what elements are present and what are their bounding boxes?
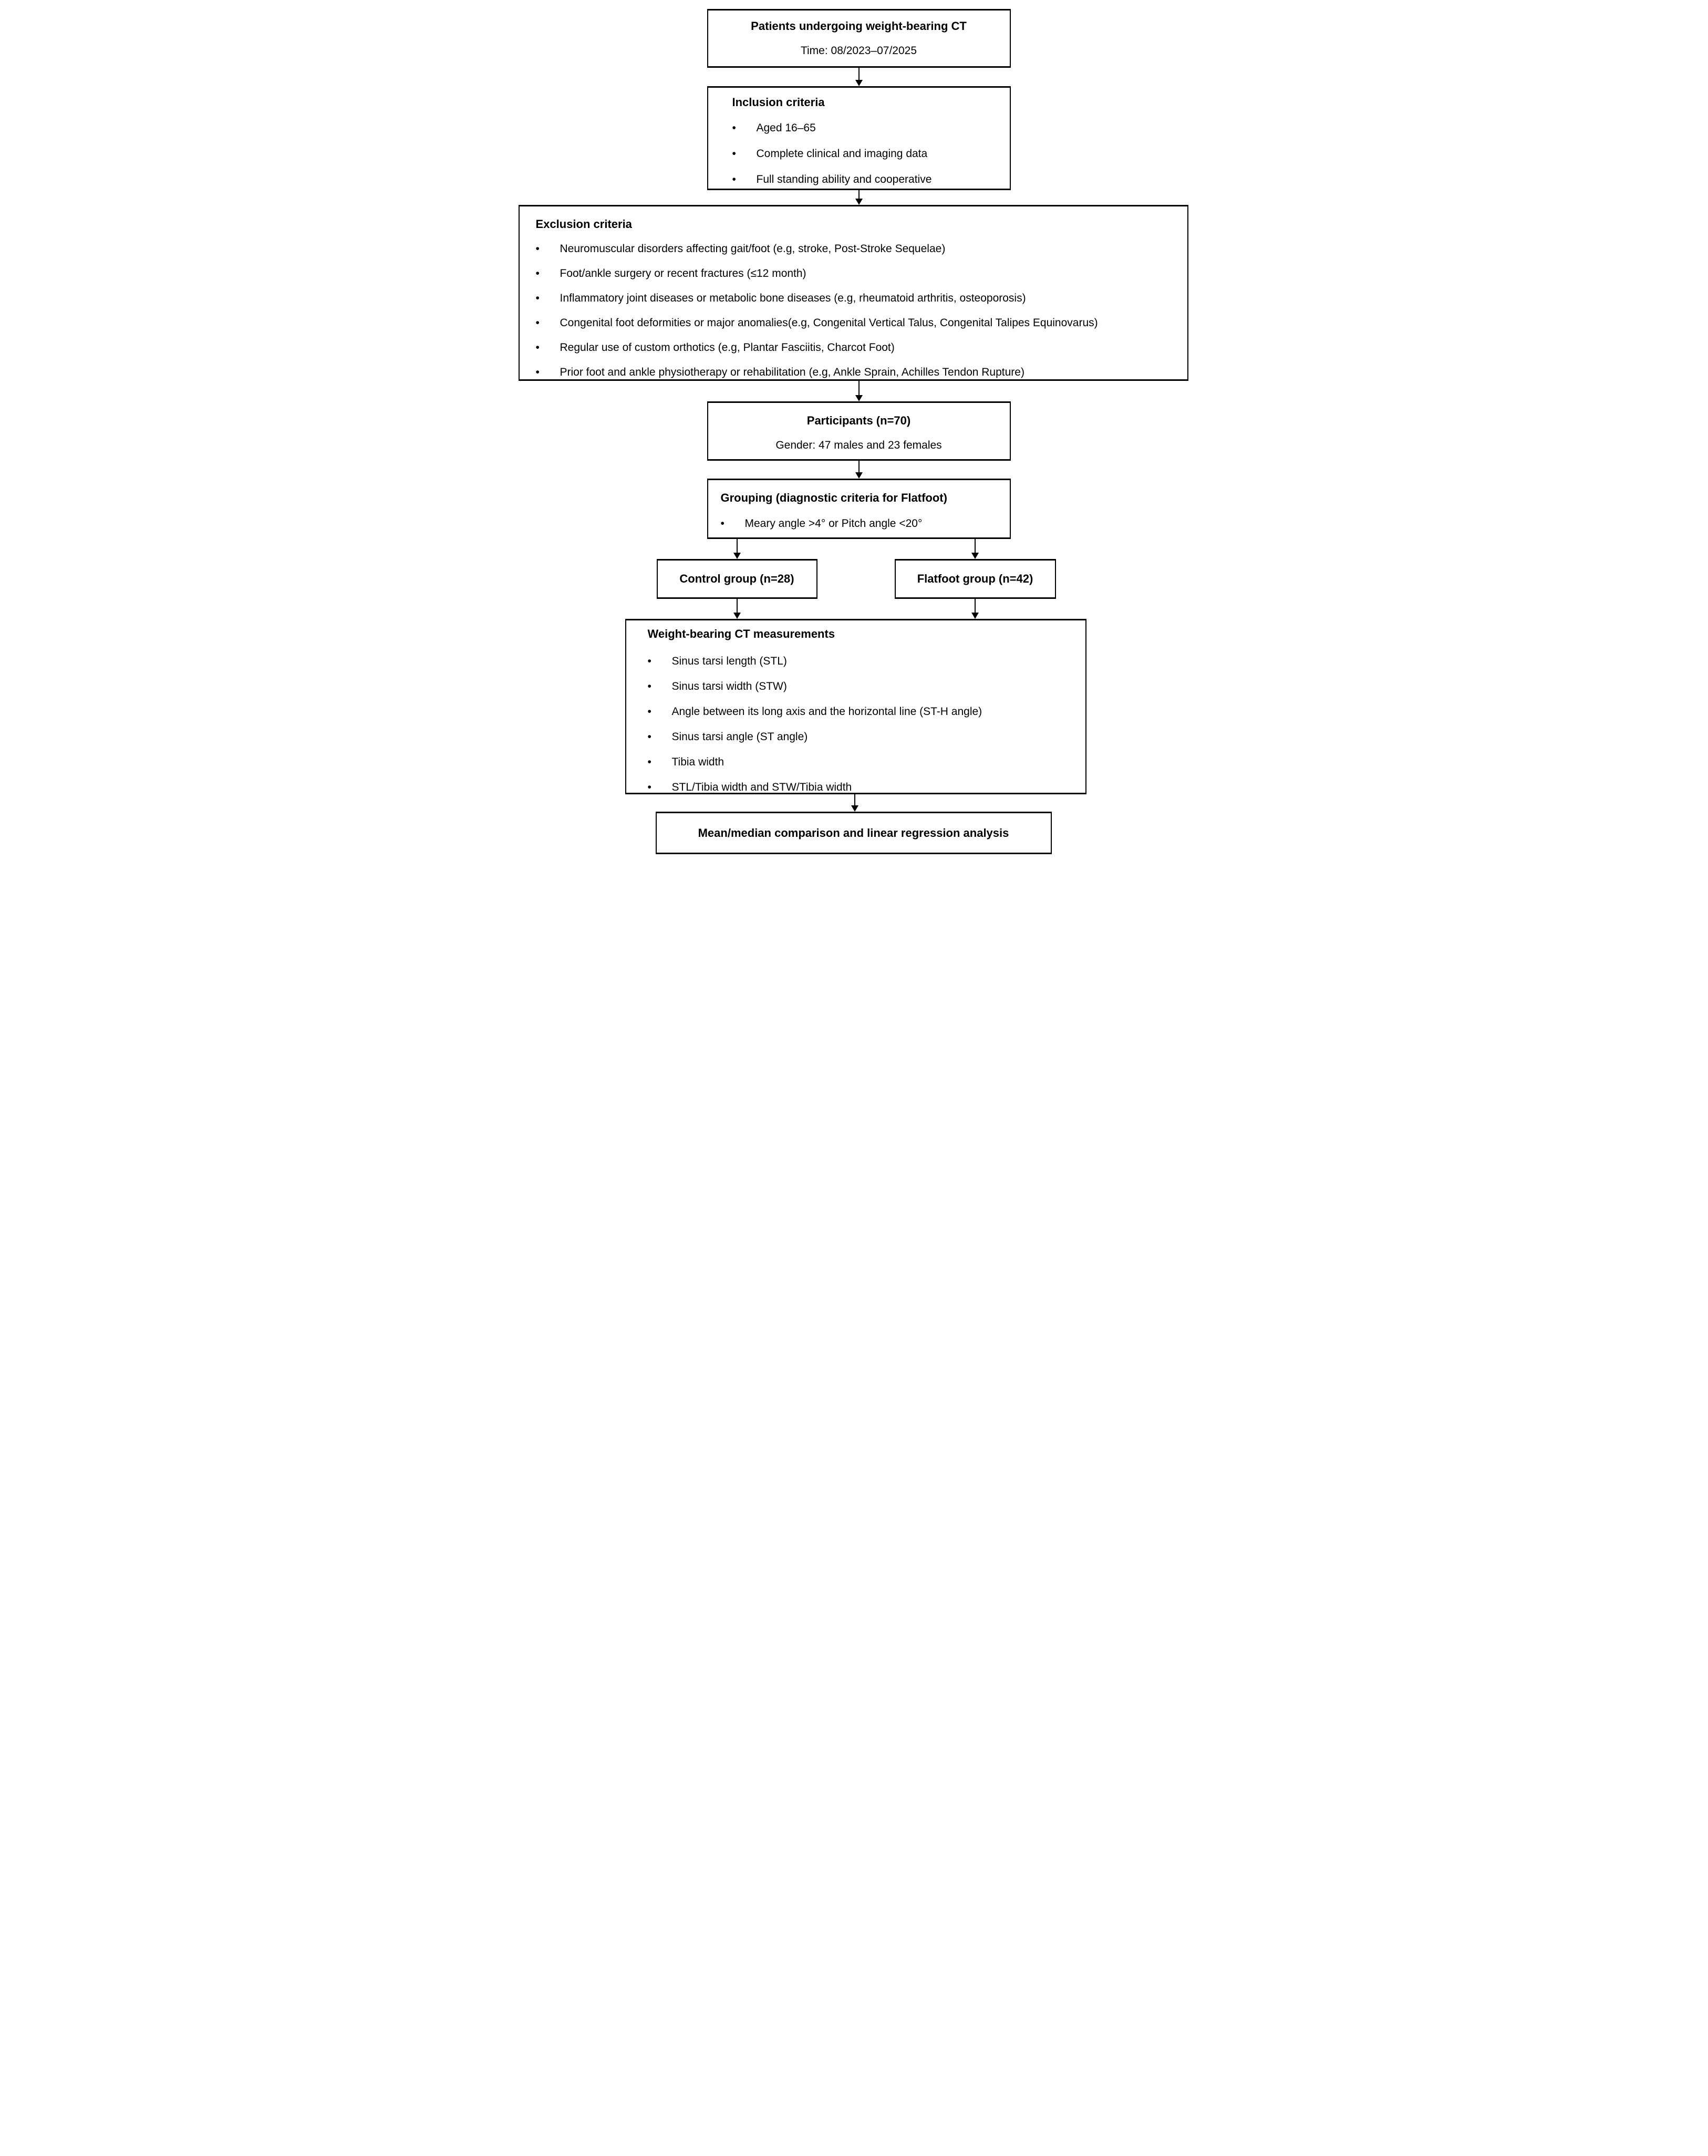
measurements-title: Weight-bearing CT measurements [647,627,835,640]
bullet-icon: • [647,756,651,768]
arrow-grouping-to-flatfoot [974,539,976,553]
bullet-icon: • [720,517,724,530]
inclusion-item: • Complete clinical and imaging data [732,147,1005,161]
bullet-icon: • [647,655,651,667]
bullet-icon: • [535,292,540,304]
exclusion-item-text: Inflammatory joint diseases or metabolic… [560,292,1026,304]
arrow-patients-to-inclusion [858,68,860,80]
exclusion-item: • Prior foot and ankle physiotherapy or … [536,365,1180,380]
exclusion-item-text: Foot/ankle surgery or recent fractures (… [560,267,806,279]
exclusion-item: • Inflammatory joint diseases or metabol… [536,291,1180,306]
bullet-icon: • [535,243,540,255]
box-inclusion-criteria: Inclusion criteria • Aged 16–65 • Comple… [707,86,1011,190]
box-control-group: Control group (n=28) [656,559,817,599]
measurement-item: • Angle between its long axis and the ho… [648,704,1078,719]
box-flatfoot-group: Flatfoot group (n=42) [894,559,1056,599]
inclusion-item: • Aged 16–65 [732,121,1005,136]
measurement-item-text: Tibia width [671,756,724,768]
measurement-item: • Tibia width [648,755,1078,770]
exclusion-item: • Neuromuscular disorders affecting gait… [536,242,1180,256]
bullet-icon: • [535,341,540,354]
box-exclusion-criteria: Exclusion criteria • Neuromuscular disor… [518,205,1188,381]
inclusion-item-text: Aged 16–65 [756,122,816,134]
bullet-icon: • [647,706,651,718]
box-grouping: Grouping (diagnostic criteria for Flatfo… [707,479,1011,539]
box-ct-measurements: Weight-bearing CT measurements • Sinus t… [625,619,1086,794]
bullet-icon: • [647,680,651,692]
inclusion-title: Inclusion criteria [732,96,825,109]
participants-gender: Gender: 47 males and 23 females [775,439,942,451]
exclusion-item: • Foot/ankle surgery or recent fractures… [536,266,1180,281]
exclusion-item-text: Prior foot and ankle physiotherapy or re… [560,366,1024,378]
box-patients: Patients undergoing weight-bearing CT Ti… [707,9,1011,68]
measurement-item: • Sinus tarsi width (STW) [648,679,1078,694]
exclusion-item: • Regular use of custom orthotics (e.g, … [536,340,1180,355]
measurement-item: • Sinus tarsi angle (ST angle) [648,730,1078,744]
bullet-icon: • [647,731,651,743]
exclusion-item-text: Regular use of custom orthotics (e.g, Pl… [560,341,895,354]
inclusion-item: • Full standing ability and cooperative [732,172,1005,187]
arrow-exclusion-to-participants [858,381,860,395]
participants-title: Participants (n=70) [806,414,911,427]
bullet-icon: • [732,173,736,185]
arrow-grouping-to-control [736,539,738,553]
measurement-item-text: Sinus tarsi width (STW) [671,680,787,692]
control-group-title: Control group (n=28) [679,572,794,585]
bullet-icon: • [732,122,736,134]
arrow-control-to-measurements [736,599,738,613]
bullet-icon: • [535,317,540,329]
arrow-flatfoot-to-measurements [974,599,976,613]
inclusion-item-text: Full standing ability and cooperative [756,173,932,185]
bullet-icon: • [535,267,540,279]
measurement-item-text: Sinus tarsi length (STL) [671,655,787,667]
box-participants: Participants (n=70) Gender: 47 males and… [707,401,1011,461]
box-analysis: Mean/median comparison and linear regres… [655,812,1052,854]
measurement-item: • Sinus tarsi length (STL) [648,654,1078,669]
analysis-title: Mean/median comparison and linear regres… [698,826,1009,839]
bullet-icon: • [535,366,540,378]
flatfoot-group-title: Flatfoot group (n=42) [917,572,1033,585]
exclusion-title: Exclusion criteria [535,217,632,231]
arrow-measurements-to-analysis [854,794,855,805]
grouping-title: Grouping (diagnostic criteria for Flatfo… [720,491,947,504]
measurement-item-text: STL/Tibia width and STW/Tibia width [671,781,852,793]
exclusion-item-text: Congenital foot deformities or major ano… [560,317,1098,329]
exclusion-item-text: Neuromuscular disorders affecting gait/f… [560,243,946,255]
measurement-item: • STL/Tibia width and STW/Tibia width [648,780,1078,795]
bullet-icon: • [647,781,651,793]
arrow-inclusion-to-exclusion [858,190,860,199]
exclusion-item: • Congenital foot deformities or major a… [536,316,1180,330]
arrow-participants-to-grouping [858,461,860,472]
bullet-icon: • [732,148,736,160]
measurement-item-text: Sinus tarsi angle (ST angle) [671,731,808,743]
grouping-item-text: Meary angle >4° or Pitch angle <20° [744,517,923,530]
inclusion-item-text: Complete clinical and imaging data [756,148,928,160]
patients-title: Patients undergoing weight-bearing CT [751,19,967,33]
measurement-item-text: Angle between its long axis and the hori… [671,706,982,718]
grouping-item: • Meary angle >4° or Pitch angle <20° [721,516,1005,531]
patients-time-range: Time: 08/2023–07/2025 [800,45,917,57]
flowchart: Patients undergoing weight-bearing CT Ti… [512,0,1196,863]
